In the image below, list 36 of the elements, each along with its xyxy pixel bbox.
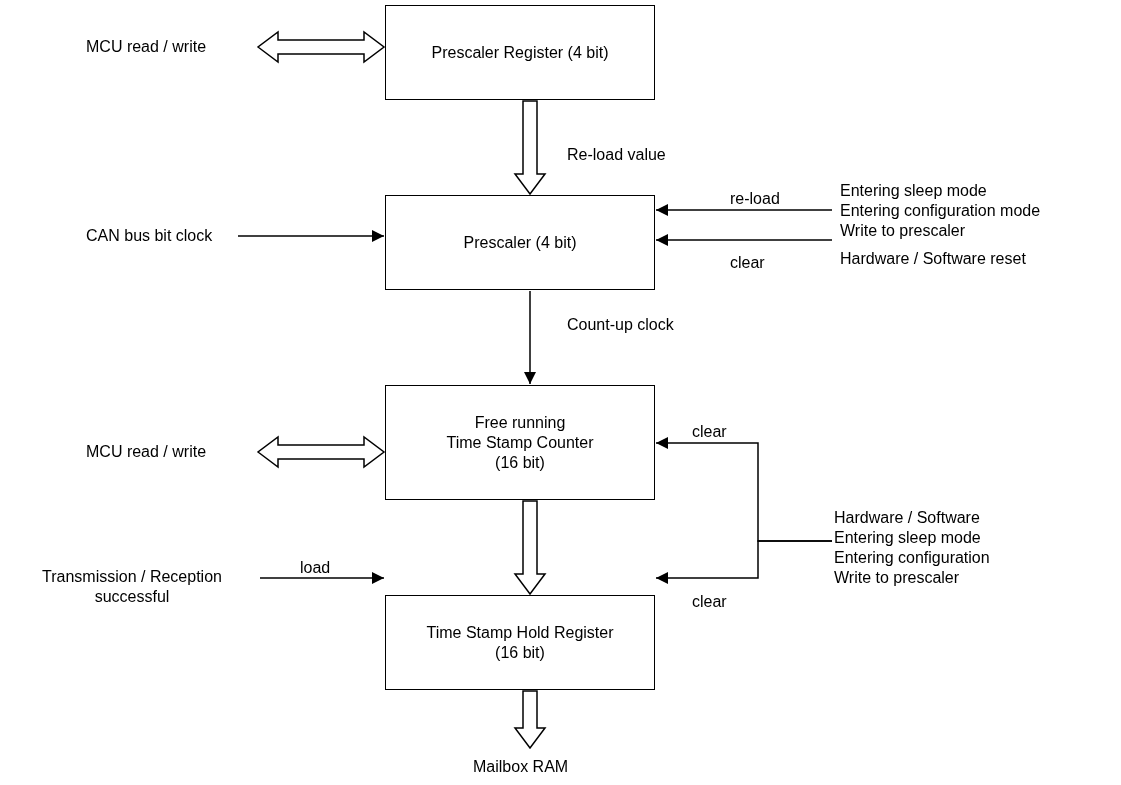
arrow bbox=[237, 230, 385, 242]
signal-label: Entering configuration bbox=[834, 548, 990, 568]
edge-label: Count-up clock bbox=[565, 316, 676, 334]
box-label: Time Stamp Hold Register bbox=[426, 622, 614, 643]
block-arrow bbox=[513, 690, 547, 750]
box-label: (16 bit) bbox=[495, 642, 545, 663]
box-label: (16 bit) bbox=[495, 452, 545, 473]
double-block-arrow bbox=[256, 435, 386, 469]
arrow bbox=[524, 290, 536, 385]
signal-label: MCU read / write bbox=[86, 442, 207, 462]
process-box bbox=[385, 195, 655, 290]
signal-label: CAN bus bit clock bbox=[86, 226, 213, 246]
process-box bbox=[385, 5, 655, 100]
signal-label: Hardware / Software reset bbox=[840, 249, 1026, 269]
signal-label: Entering sleep mode bbox=[840, 181, 987, 201]
signal-label: Write to prescaler bbox=[834, 568, 960, 588]
block-arrow bbox=[513, 100, 547, 196]
signal-label: Transmission / Reception successful bbox=[41, 567, 223, 607]
arrow bbox=[655, 540, 833, 584]
box-label: Free running bbox=[474, 412, 566, 433]
process-box bbox=[385, 385, 655, 500]
box-label: Prescaler Register (4 bit) bbox=[431, 42, 609, 63]
box-label: Time Stamp Counter bbox=[446, 432, 594, 453]
signal-label: Entering sleep mode bbox=[834, 528, 981, 548]
double-block-arrow bbox=[256, 30, 386, 64]
block-arrow bbox=[513, 500, 547, 596]
signal-label: MCU read / write bbox=[86, 37, 207, 57]
signal-label: Mailbox RAM bbox=[473, 757, 569, 777]
arrow bbox=[655, 234, 833, 246]
arrow bbox=[259, 572, 385, 584]
arrow bbox=[655, 204, 833, 216]
box-label: Prescaler (4 bit) bbox=[463, 232, 577, 253]
process-box bbox=[385, 595, 655, 690]
signal-label: Write to prescaler bbox=[840, 221, 966, 241]
signal-label: Hardware / Software bbox=[834, 508, 980, 528]
signal-label: Entering configuration mode bbox=[840, 201, 1041, 221]
